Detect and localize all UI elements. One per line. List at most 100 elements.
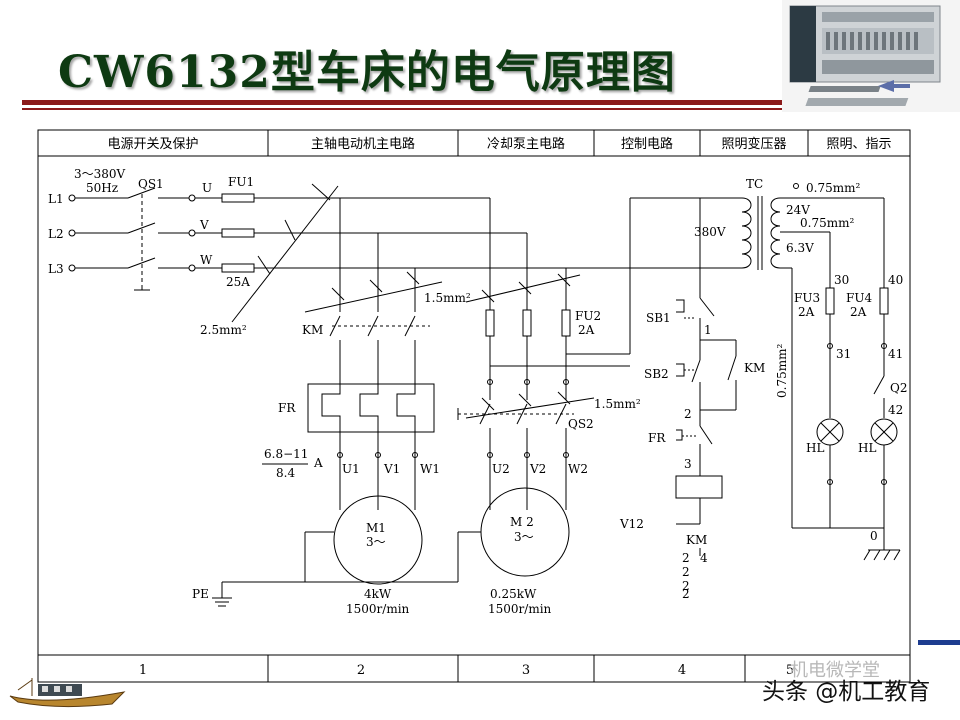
- label-supply-voltage: 3～380V: [74, 167, 126, 181]
- label-w: W: [200, 253, 213, 267]
- plc-module-image: [782, 0, 960, 112]
- label-fu2: FU2: [575, 309, 601, 323]
- header-dividers: [267, 130, 809, 156]
- label-v1: V1: [383, 462, 400, 476]
- footer-col-1: 1: [139, 663, 147, 678]
- label-fr-setting-num: 6.8−11: [264, 447, 308, 461]
- control-circuit: [675, 198, 737, 556]
- schematic-frame: [37, 129, 911, 683]
- label-wire-2-5: 2.5mm²: [200, 323, 247, 337]
- label-v2: V2: [529, 462, 546, 476]
- label-m2-phase: 3～: [514, 530, 534, 544]
- footer-col-3: 3: [522, 663, 530, 678]
- label-sb1: SB1: [646, 311, 671, 325]
- label-fu4-rating: 2A: [850, 305, 867, 319]
- label-u1: U1: [342, 462, 360, 476]
- label-u2: U2: [492, 462, 510, 476]
- label-tc-6-3v: 6.3V: [786, 241, 814, 255]
- label-fr-ctrl: FR: [648, 431, 666, 445]
- label-qs2: QS2: [568, 417, 594, 431]
- header-spindle-motor: 主轴电动机主电路: [311, 136, 415, 152]
- label-m2-power: 0.25kW: [490, 587, 537, 601]
- page-title: CW6132型车床的电气原理图: [58, 47, 676, 98]
- supply-lines: [68, 183, 700, 323]
- header-control: 控制电路: [621, 136, 673, 152]
- label-v12: V12: [619, 517, 644, 531]
- transformer-tc: [700, 183, 884, 270]
- label-fu3: FU3: [794, 291, 820, 305]
- label-m2-speed: 1500r/min: [488, 602, 552, 616]
- label-node-2: 2: [684, 407, 692, 421]
- watermark-ghost-text: 机电微学堂: [790, 660, 880, 681]
- label-hl2: HL: [858, 441, 876, 455]
- label-fu2-rating: 2A: [578, 323, 595, 337]
- label-n40: 40: [888, 273, 903, 287]
- label-fu1: FU1: [228, 175, 254, 189]
- label-fu1-rating: 25A: [226, 275, 250, 289]
- label-m2: M 2: [510, 515, 534, 529]
- label-n41: 41: [888, 347, 903, 361]
- header-transformer: 照明变压器: [721, 136, 786, 152]
- label-q2: Q2: [890, 381, 907, 395]
- header-lighting: 照明、指示: [826, 137, 891, 152]
- spindle-motor-circuit: [212, 198, 458, 607]
- label-m1-power: 4kW: [364, 587, 392, 601]
- label-w2: W2: [568, 462, 588, 476]
- label-wire-075-b: 0.75mm²: [800, 216, 854, 230]
- label-km-col-a2: 2: [682, 565, 690, 579]
- label-wire-1-5-main: 1.5mm²: [424, 291, 471, 305]
- footer-col-4: 4: [678, 663, 686, 678]
- label-v: V: [199, 218, 209, 232]
- label-hl1: HL: [806, 441, 824, 455]
- label-km-coil: KM: [686, 533, 707, 547]
- label-w1: W1: [420, 462, 440, 476]
- lighting-circuit: [791, 198, 901, 561]
- label-tc-primary: 380V: [694, 225, 726, 239]
- label-n0: 0: [870, 529, 878, 543]
- header-power-switch: 电源开关及保护: [107, 137, 198, 152]
- label-tc: TC: [746, 177, 763, 191]
- footer-dividers: [267, 655, 746, 682]
- label-l3: L3: [48, 262, 64, 276]
- label-fu3-rating: 2A: [798, 305, 815, 319]
- header-coolant-pump: 冷却泵主电路: [487, 136, 565, 152]
- label-km-col-a3: 2: [682, 579, 690, 593]
- label-fr-setting-unit: A: [313, 456, 323, 470]
- label-km-main: KM: [302, 323, 323, 337]
- title-underline-thin: [22, 108, 782, 110]
- label-u: U: [202, 181, 212, 195]
- label-km-col-b: 4: [700, 551, 708, 565]
- label-n42: 42: [888, 403, 903, 417]
- title-underline-thick: [22, 100, 782, 105]
- label-fr: FR: [278, 401, 296, 415]
- label-m1: M1: [366, 521, 386, 535]
- label-wire-1-5-pump: 1.5mm²: [594, 397, 641, 411]
- corner-accent-bar: [918, 640, 960, 645]
- label-n31: 31: [836, 347, 851, 361]
- boat-logo-icon: [9, 678, 126, 708]
- label-m1-speed: 1500r/min: [346, 602, 410, 616]
- label-supply-freq: 50Hz: [86, 181, 118, 195]
- label-fu4: FU4: [846, 291, 872, 305]
- label-sb2: SB2: [644, 367, 669, 381]
- label-node-1: 1: [704, 323, 712, 337]
- label-km-aux: KM: [744, 361, 765, 375]
- label-pe: PE: [192, 587, 209, 601]
- footer-col-5: 5: [786, 663, 794, 678]
- label-l1: L1: [48, 192, 64, 206]
- label-m1-phase: 3～: [366, 535, 386, 549]
- label-node-3: 3: [684, 457, 692, 471]
- label-km-col-a1: 2: [682, 551, 690, 565]
- label-qs1: QS1: [138, 177, 164, 191]
- label-l2: L2: [48, 227, 64, 241]
- footer-col-2: 2: [357, 663, 365, 678]
- watermark-text: 头条 @机工教育: [762, 679, 931, 705]
- coolant-pump-circuit: [457, 197, 700, 582]
- label-fr-setting-den: 8.4: [276, 466, 295, 480]
- label-km-col-a4: 2: [682, 587, 690, 601]
- label-n30: 30: [834, 273, 849, 287]
- label-wire-075-c: 0.75mm²: [775, 344, 789, 398]
- label-tc-24v: 24V: [786, 203, 810, 217]
- label-wire-075-a: 0.75mm²: [806, 181, 860, 195]
